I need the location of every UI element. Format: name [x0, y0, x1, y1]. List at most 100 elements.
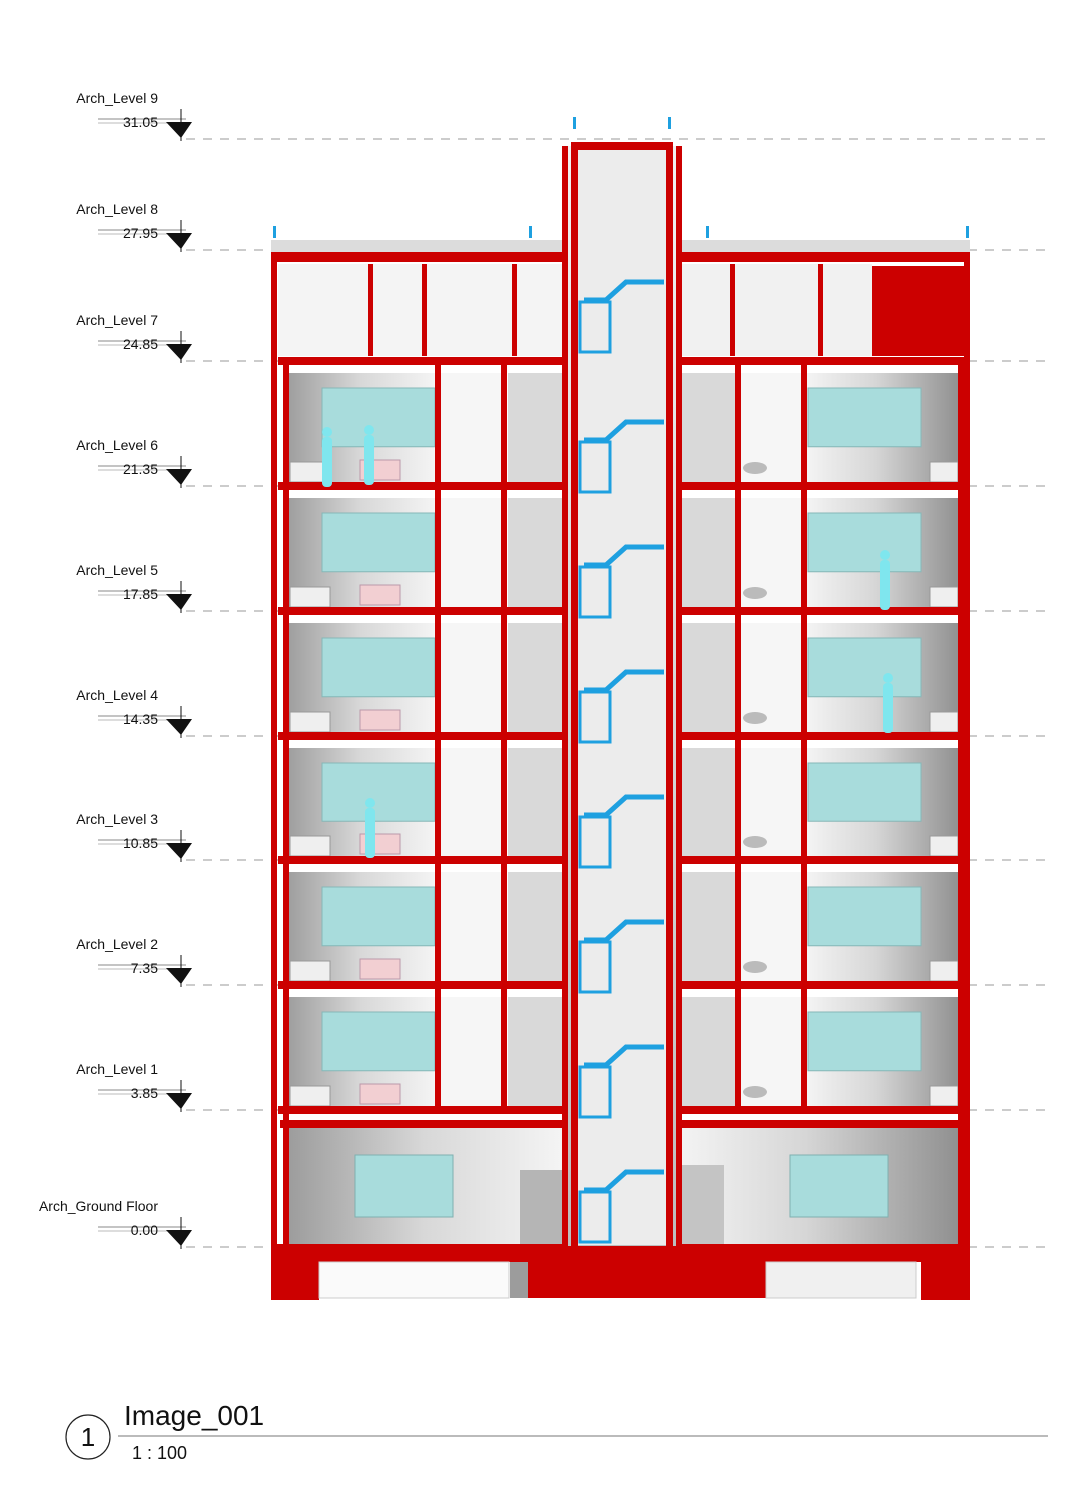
stair-flight — [578, 1044, 664, 1119]
level8-roof-left — [271, 240, 566, 254]
stair-landing — [584, 919, 664, 943]
level7-mullion — [730, 264, 735, 356]
view-scale: 1 : 100 — [132, 1443, 187, 1463]
parapet-cap — [573, 117, 576, 129]
stair-run — [578, 815, 612, 869]
right-window — [807, 886, 922, 947]
person-figure — [880, 550, 890, 610]
right-furniture — [929, 1085, 959, 1107]
level-elevation: 14.35 — [123, 711, 158, 727]
foundation-left — [271, 1260, 319, 1300]
level-triangle-marker — [166, 1230, 192, 1246]
left-window — [321, 1011, 436, 1072]
stair-flight — [578, 419, 664, 494]
left-bedroom — [441, 623, 501, 736]
level8-roof-right — [678, 240, 970, 254]
foundation-void — [318, 1261, 510, 1299]
floor-slab-right — [678, 607, 964, 615]
stair-run — [578, 690, 612, 744]
level-triangle-marker — [166, 469, 192, 485]
left-bathroom — [508, 373, 566, 486]
level-name: Arch_Level 9 — [76, 90, 158, 106]
left-bedroom — [441, 748, 501, 860]
stair-landing — [584, 544, 664, 568]
parapet-cap — [966, 226, 969, 238]
stair-run — [578, 1190, 612, 1244]
structural-column — [964, 254, 970, 1246]
floor-slab-left — [278, 482, 566, 490]
level7-mullion — [368, 264, 373, 356]
stair-shaft — [578, 150, 666, 1245]
stair-run — [578, 300, 612, 354]
level-elevation: 31.05 — [123, 114, 158, 130]
left-bathroom — [508, 997, 566, 1110]
core-wall-right — [666, 146, 673, 1246]
floor-slab-left — [278, 856, 566, 864]
foundation-shadow — [510, 1262, 528, 1298]
foundation-core — [528, 1260, 766, 1298]
ground-ceiling-slab-left — [280, 1120, 566, 1128]
level-triangle-marker — [166, 968, 192, 984]
floor-slab-left — [278, 357, 566, 365]
right-basin — [743, 836, 767, 848]
parapet-cap — [529, 226, 532, 238]
stair-flight — [578, 1169, 664, 1244]
left-furniture — [289, 960, 331, 982]
right-window — [807, 1011, 922, 1072]
floor-slab-left — [278, 981, 566, 989]
structural-column — [562, 146, 568, 1246]
level-elevation: 7.35 — [131, 960, 158, 976]
roof-slab-right — [678, 252, 970, 262]
right-basin — [743, 961, 767, 973]
floor-slab-right — [678, 482, 964, 490]
figure-body — [883, 683, 893, 733]
level-elevation: 3.85 — [131, 1085, 158, 1101]
ground-slab — [271, 1244, 970, 1262]
stair-run — [578, 440, 612, 494]
left-bathroom — [508, 872, 566, 985]
figure-body — [880, 560, 890, 610]
ground-window-right — [789, 1154, 889, 1218]
figure-body — [365, 808, 375, 858]
ground-window-left — [354, 1154, 454, 1218]
view-name: Image_001 — [124, 1400, 264, 1431]
level-elevation: 24.85 — [123, 336, 158, 352]
level-name: Arch_Ground Floor — [39, 1198, 158, 1214]
structural-column — [283, 361, 289, 1244]
right-window — [807, 512, 922, 573]
level-elevation: 21.35 — [123, 461, 158, 477]
parapet-cap — [706, 226, 709, 238]
right-bathroom — [678, 748, 736, 860]
level-triangle-marker — [166, 344, 192, 360]
level7-mullion — [422, 264, 427, 356]
core-roof-slab — [571, 142, 673, 150]
stair-landing — [584, 1044, 664, 1068]
level7-mullion — [818, 264, 823, 356]
stair-run — [578, 565, 612, 619]
left-bedroom — [441, 498, 501, 611]
floor-slab-left — [278, 607, 566, 615]
stair-run — [578, 940, 612, 994]
stair-flight — [578, 794, 664, 869]
left-bathroom — [508, 623, 566, 736]
figure-head — [883, 673, 893, 683]
right-furniture — [929, 711, 959, 733]
figure-body — [364, 435, 374, 485]
floor-slab-left — [278, 1106, 566, 1114]
left-sofa — [359, 958, 401, 980]
left-furniture — [289, 1085, 331, 1107]
view-title-block: 1 Image_001 1 : 100 — [65, 1400, 1048, 1463]
level-elevation: 27.95 — [123, 225, 158, 241]
structural-column — [676, 146, 682, 1246]
figure-head — [365, 798, 375, 808]
level-name: Arch_Level 2 — [76, 936, 158, 952]
level-name: Arch_Level 7 — [76, 312, 158, 328]
structural-column — [958, 361, 964, 1244]
right-bathroom — [678, 373, 736, 486]
level-elevation: 10.85 — [123, 835, 158, 851]
right-bathroom — [678, 872, 736, 985]
right-bathroom — [678, 498, 736, 611]
left-window — [321, 886, 436, 947]
level-triangle-marker — [166, 719, 192, 735]
